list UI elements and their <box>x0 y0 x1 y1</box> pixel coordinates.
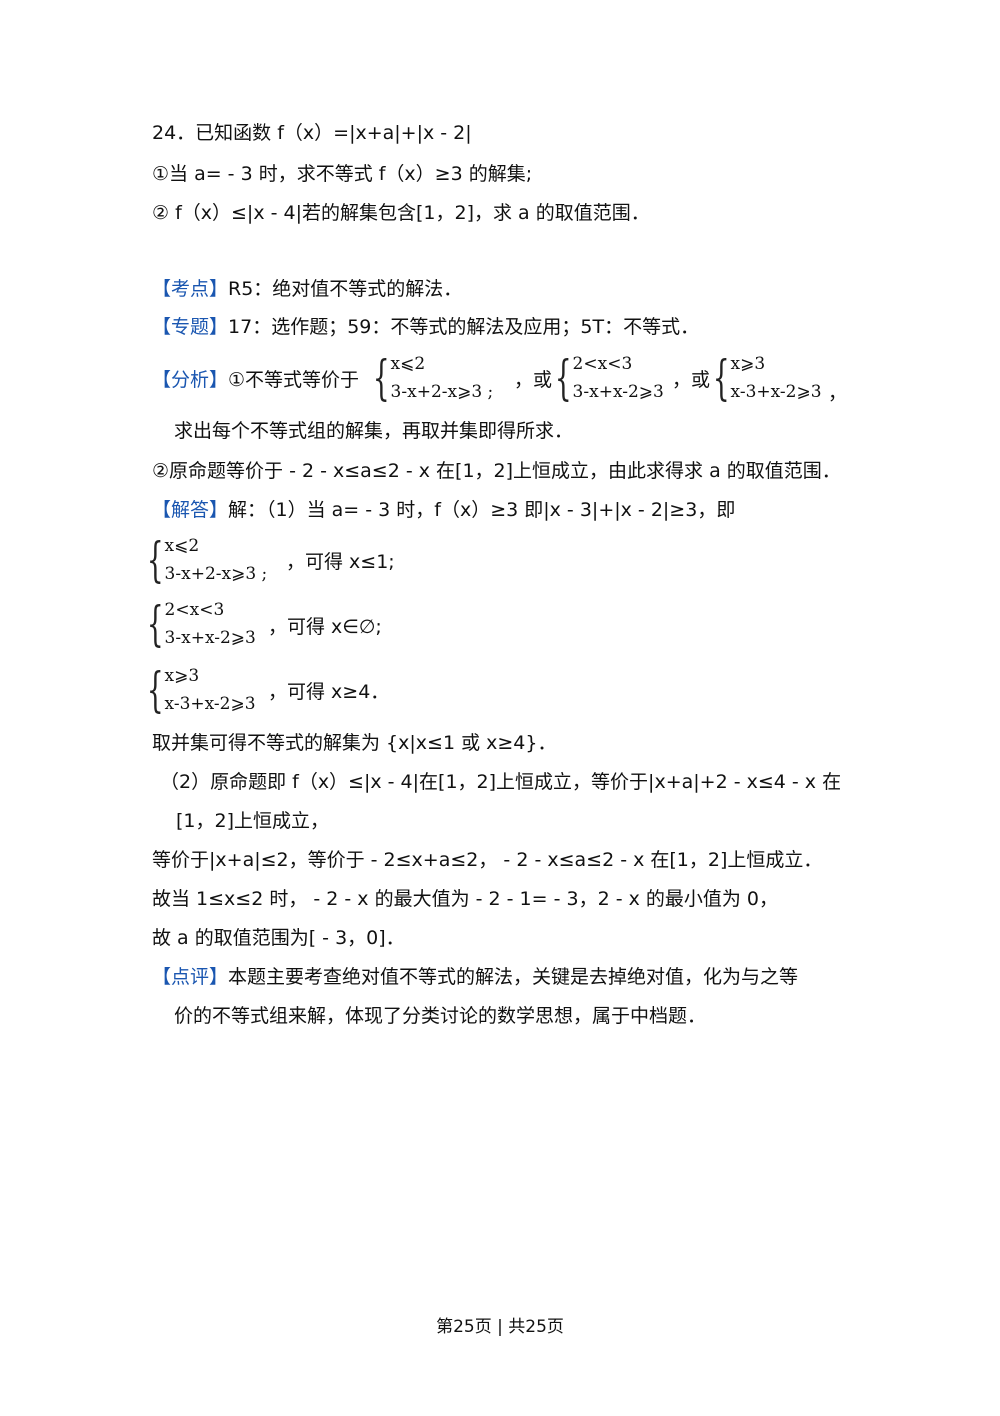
fenxi-line2: 求出每个不等式组的解集，再取并集即得所求． <box>174 420 574 442</box>
brace-glyph: { <box>554 350 572 406</box>
brace-glyph: { <box>372 350 390 406</box>
system-row: x⩾3 <box>164 666 200 686</box>
system-row: x⩽2 <box>390 354 426 374</box>
fenxi-system-3: { x⩾3 x-3+x-2⩾3 <box>712 350 822 406</box>
brace-glyph: { <box>146 596 164 652</box>
kaodian-text: R5：绝对值不等式的解法． <box>228 278 463 300</box>
fenxi-line3: ②原命题等价于 - 2 - x≤a≤2 - x 在[1，2]上恒成立，由此求得求… <box>152 460 841 482</box>
jieda-union: 取并集可得不等式的解集为 {x|x≤1 或 x≥4}． <box>152 732 557 754</box>
jieda-system-2-result: ，可得 x∈∅; <box>268 616 382 638</box>
system-row: 3-x+2-x⩾3 ; <box>390 382 494 402</box>
jieda-part2-d: 故当 1≤x≤2 时， - 2 - x 的最大值为 - 2 - 1= - 3，2… <box>152 888 779 910</box>
kaodian-row: 【考点】R5：绝对值不等式的解法． <box>152 276 462 302</box>
problem-title: 24．已知函数 f（x）=|x+a|+|x - 2| <box>152 122 472 144</box>
problem-part2: ② f（x）≤|x - 4|若的解集包含[1，2]，求 a 的取值范围． <box>152 202 650 224</box>
jieda-system-2: { 2<x<3 3-x+x-2⩾3 <box>146 596 256 652</box>
jieda-system-3: { x⩾3 x-3+x-2⩾3 <box>146 662 256 718</box>
fenxi-or-2: ，或 <box>672 369 711 391</box>
zhuanti-tag: 【专题】 <box>152 316 229 338</box>
fenxi-tag: 【分析】 <box>152 369 229 391</box>
system-row: x-3+x-2⩾3 <box>730 382 822 402</box>
fenxi-system-2: { 2<x<3 3-x+x-2⩾3 <box>554 350 664 406</box>
fenxi-or-1: ，或 <box>514 369 553 391</box>
fenxi-lead: ①不等式等价于 <box>228 369 360 391</box>
brace-glyph: { <box>146 662 164 718</box>
jieda-part2-b: [1，2]上恒成立， <box>176 810 330 832</box>
zhuanti-text: 17：选作题；59：不等式的解法及应用；5T：不等式． <box>228 316 700 338</box>
jieda-part2-c: 等价于|x+a|≤2，等价于 - 2≤x+a≤2， - 2 - x≤a≤2 - … <box>152 849 823 871</box>
jieda-row: 【解答】解：（1）当 a= - 3 时，f（x）≥3 即|x - 3|+|x -… <box>152 497 735 523</box>
problem-part1: ①当 a= - 3 时，求不等式 f（x）≥3 的解集; <box>152 163 533 185</box>
dianping-text2: 价的不等式组来解，体现了分类讨论的数学思想，属于中档题． <box>174 1005 707 1027</box>
kaodian-tag: 【考点】 <box>152 278 229 300</box>
brace-glyph: { <box>146 532 164 588</box>
jieda-part2-e: 故 a 的取值范围为[ - 3，0]． <box>152 927 405 949</box>
dianping-tag: 【点评】 <box>152 966 229 988</box>
brace-glyph: { <box>712 350 730 406</box>
dianping-text1: 本题主要考查绝对值不等式的解法，关键是去掉绝对值，化为与之等 <box>228 966 799 988</box>
jieda-system-1-result: ，可得 x≤1; <box>286 551 395 573</box>
system-row: x⩽2 <box>164 536 200 556</box>
jieda-part2-a: （2）原命题即 f（x）≤|x - 4|在[1，2]上恒成立，等价于|x+a|+… <box>160 771 842 793</box>
system-row: 3-x+2-x⩾3 ; <box>164 564 268 584</box>
jieda-text: 解：（1）当 a= - 3 时，f（x）≥3 即|x - 3|+|x - 2|≥… <box>228 499 736 521</box>
system-row: x-3+x-2⩾3 <box>164 694 256 714</box>
fenxi-comma: ， <box>828 382 848 404</box>
system-row: 2<x<3 <box>164 600 225 620</box>
dianping-row: 【点评】本题主要考查绝对值不等式的解法，关键是去掉绝对值，化为与之等 <box>152 964 798 990</box>
jieda-system-3-result: ，可得 x≥4． <box>268 681 390 703</box>
jieda-tag: 【解答】 <box>152 499 229 521</box>
fenxi-row: 【分析】①不等式等价于 <box>152 367 359 393</box>
fenxi-system-1: { x⩽2 3-x+2-x⩾3 ; <box>372 350 493 406</box>
system-row: 3-x+x-2⩾3 <box>164 628 256 648</box>
zhuanti-row: 【专题】17：选作题；59：不等式的解法及应用；5T：不等式． <box>152 314 699 340</box>
page-footer: 第25页 | 共25页 <box>436 1317 564 1337</box>
system-row: x⩾3 <box>730 354 766 374</box>
jieda-system-1: { x⩽2 3-x+2-x⩾3 ; <box>146 532 267 588</box>
system-row: 3-x+x-2⩾3 <box>572 382 664 402</box>
system-row: 2<x<3 <box>572 354 633 374</box>
